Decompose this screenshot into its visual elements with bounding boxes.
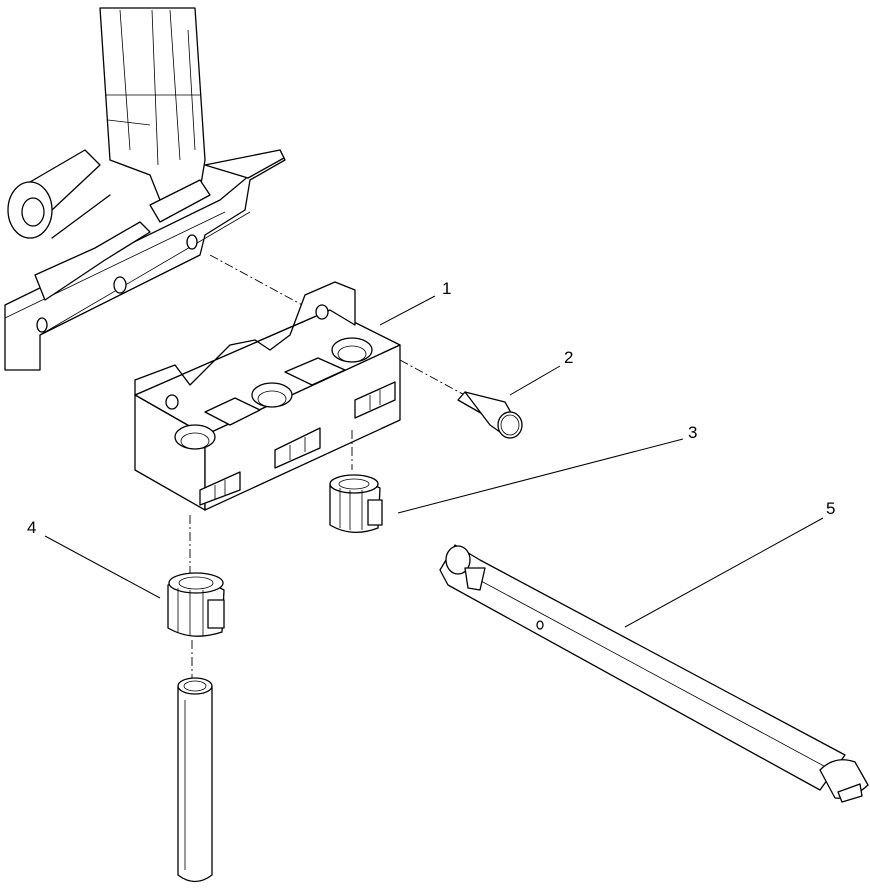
centerline-bolt — [399, 359, 471, 399]
vertical-pin — [177, 677, 213, 883]
callout-2: 2 — [564, 348, 573, 367]
leader-5 — [624, 517, 824, 628]
centerline-frame — [209, 254, 331, 321]
leader-4 — [44, 535, 161, 599]
leader-3 — [397, 438, 684, 514]
callout-4: 4 — [27, 518, 36, 537]
frame-bracket — [4, 7, 286, 371]
leader-2 — [509, 365, 561, 396]
bushing-part-3 — [329, 474, 383, 533]
bolt-part-2 — [457, 391, 523, 439]
callout-1: 1 — [442, 279, 451, 298]
bushing-part-4 — [167, 572, 225, 637]
callout-3: 3 — [688, 423, 697, 442]
leader-1 — [379, 295, 436, 326]
callout-5: 5 — [826, 499, 835, 518]
rod-part-5 — [439, 544, 869, 803]
holder-block-part-1 — [134, 281, 401, 511]
